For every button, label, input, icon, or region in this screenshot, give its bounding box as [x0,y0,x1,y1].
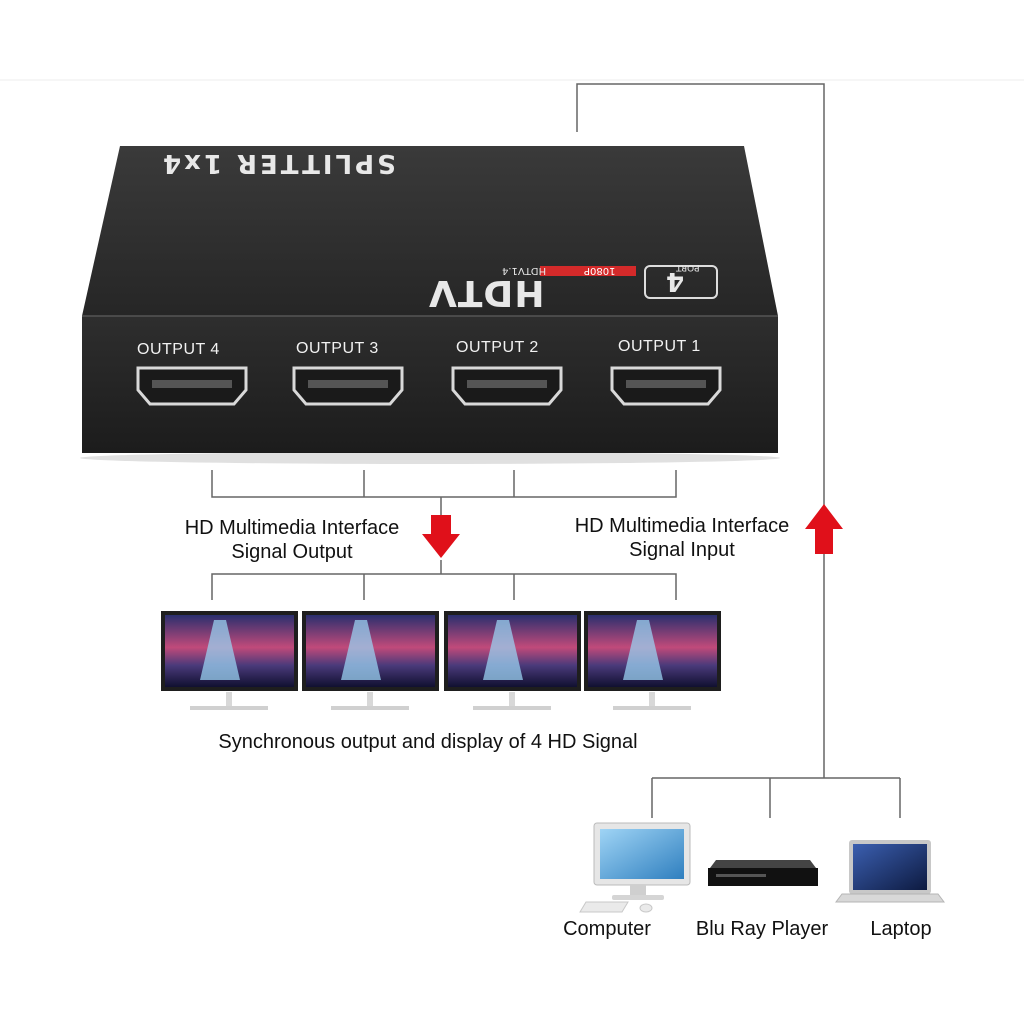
hdmi-port-2[interactable] [451,366,563,406]
port-label-output-3: OUTPUT 3 [296,340,379,357]
device-model-label: SPLITTER 1x4 [160,148,396,178]
source-label-laptop: Laptop [870,918,932,940]
monitor-icon [584,611,721,710]
arrow-up-icon [805,504,843,554]
arrow-down-icon [422,515,460,558]
monitor-icon [302,611,439,710]
sync-caption: Synchronous output and display of 4 HD S… [218,731,638,753]
output-label-line2: Signal Output [231,541,353,563]
badge-port: PORT [676,262,700,272]
hdtv-badge [540,265,718,299]
source-label-computer: Computer [563,918,651,940]
monitor-icon [444,611,581,710]
hdmi-port-1[interactable] [610,366,722,406]
port-label-output-1: OUTPUT 1 [618,338,701,355]
input-connector-lines [576,83,901,818]
output-label-line1: HD Multimedia Interface [184,517,400,539]
port-label-output-4: OUTPUT 4 [137,341,220,358]
badge-version: HDTV1.4 [502,265,547,276]
monitor-icon [161,611,298,710]
port-label-output-2: OUTPUT 2 [456,339,539,356]
desktop-computer-icon [579,822,691,913]
hdmi-port-3[interactable] [292,366,404,406]
source-label-bluray: Blu Ray Player [695,918,829,940]
badge-brand: HDTV [428,272,545,313]
output-connector-lines [211,470,677,600]
hdmi-port-4[interactable] [136,366,248,406]
monitors [161,611,721,710]
badge-resolution: 1080P [584,265,616,276]
bluray-player-icon [708,860,818,886]
input-label-line1: HD Multimedia Interface [574,515,790,537]
input-label-line2: Signal Input [629,539,735,561]
laptop-icon [835,840,945,903]
hdmi-ports [136,366,722,406]
